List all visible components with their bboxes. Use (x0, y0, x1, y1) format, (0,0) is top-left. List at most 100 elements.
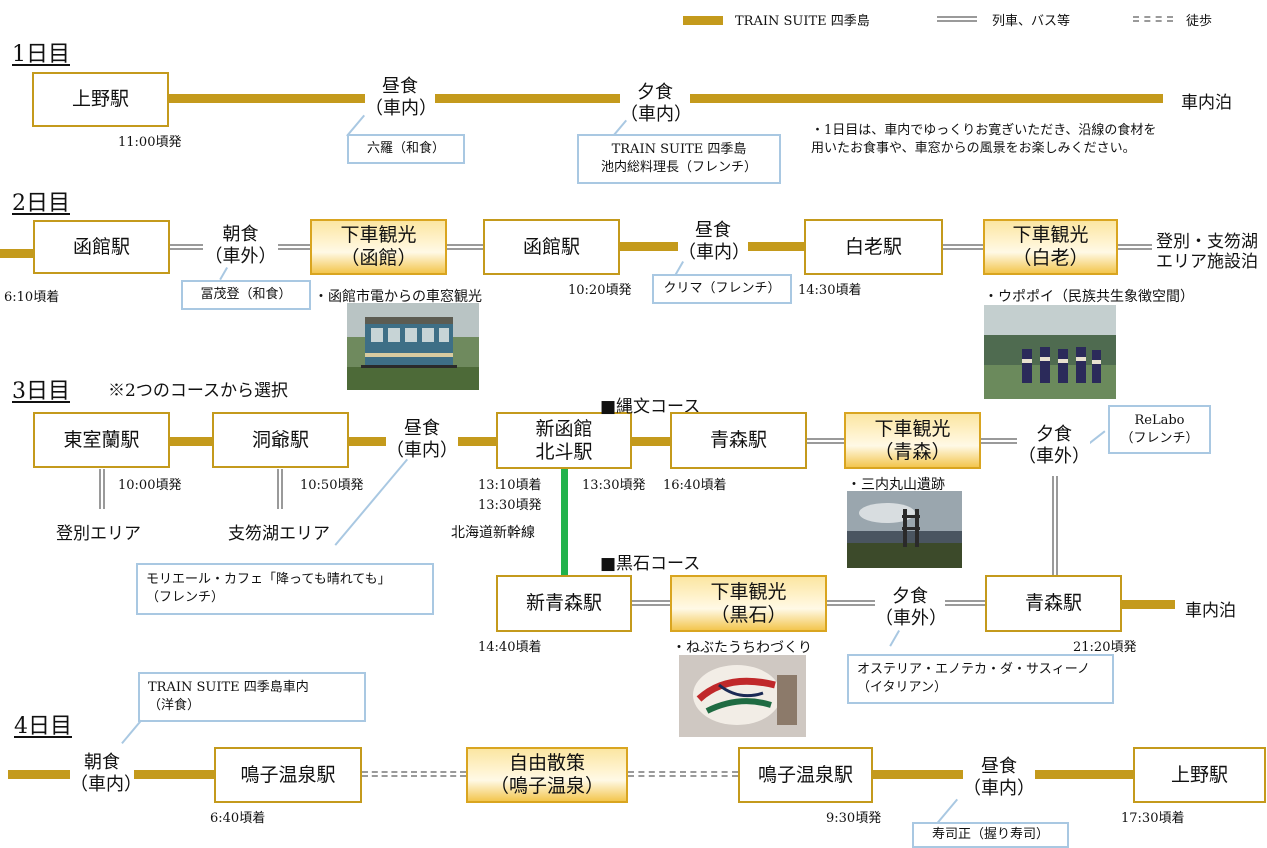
legend-train-suite-label: TRAIN SUITE 四季島 (735, 14, 870, 29)
day3-tour-aomori: 下車観光 （青森） (844, 412, 981, 469)
legend-train-bus-swatch (937, 16, 977, 22)
day3-station-shinaomori: 新青森駅 (496, 575, 632, 632)
day1-dinner: 夕食 （車内） (620, 82, 692, 126)
day3-route-line-end (1121, 600, 1175, 609)
day3-time-higashimuroran: 10:00頃発 (118, 478, 182, 493)
day3-shinkansen-label: 北海道新幹線 (451, 525, 535, 541)
day4-route-line-3 (873, 770, 963, 779)
day3-dinner-2-connector (889, 630, 900, 647)
day3-lunch-connector (334, 458, 408, 546)
day3-station-toya: 洞爺駅 (212, 412, 349, 468)
day3-station-aomori-1: 青森駅 (670, 412, 807, 469)
day3-tour-kuroishi: 下車観光 （黒石） (670, 575, 827, 632)
day2-station-shiraoi: 白老駅 (804, 219, 943, 275)
day3-time-shinhakodate-dep: 13:30頃発 (478, 498, 542, 513)
day1-lunch: 昼食 （車内） (365, 76, 437, 120)
day1-note: ・1日目は、車内でゆっくりお寛ぎいただき、沿線の食材を 用いたお食事や、車窓から… (811, 123, 1157, 156)
day2-time-hakodate-2: 10:20頃発 (568, 283, 632, 298)
legend-walk-label: 徒歩 (1186, 14, 1213, 29)
day1-end-label: 車内泊 (1181, 93, 1232, 113)
day3-lunch-restaurant: モリエール・カフェ「降っても晴れても」 （フレンチ） (136, 563, 434, 615)
upopoy-photo (984, 305, 1116, 399)
day2-lunch-restaurant: クリマ（フレンチ） (652, 274, 792, 304)
day1-title: 1日目 (12, 42, 70, 67)
day3-route-line-3 (458, 437, 496, 446)
legend-train-suite-swatch (683, 16, 723, 25)
day2-tour-shiraoi-caption: ・ウポポイ（民族共生象徴空間） (984, 289, 1194, 305)
day2-lunch: 昼食 （車内） (678, 220, 750, 264)
day2-rail-1 (170, 244, 210, 250)
day2-route-start (0, 249, 33, 258)
day3-station-aomori-2: 青森駅 (985, 575, 1122, 632)
day2-time-shiraoi: 14:30頃着 (798, 283, 862, 298)
day3-rail-noboribetsu (99, 469, 105, 509)
day2-rail-2 (274, 244, 310, 250)
day3-rail-3 (632, 600, 670, 606)
day2-breakfast-restaurant: 冨茂登（和食） (181, 280, 311, 310)
day3-rail-shikotsu (277, 469, 283, 509)
hakodate-tram-photo (347, 303, 479, 390)
day1-dinner-restaurant: TRAIN SUITE 四季島 池内総料理長（フレンチ） (577, 134, 781, 184)
day4-route-line-4 (1035, 770, 1134, 779)
day4-station-ueno: 上野駅 (1133, 747, 1266, 803)
day3-time-shinhakodate-arr: 13:10頃着 (478, 478, 542, 493)
day3-lunch: 昼食 （車内） (386, 418, 458, 462)
nebuta-uchiwa-photo (679, 655, 806, 737)
day2-breakfast: 朝食 （車外） (203, 224, 278, 268)
day2-tour-shiraoi: 下車観光 （白老） (983, 219, 1118, 275)
day4-breakfast-restaurant: TRAIN SUITE 四季島車内 （洋食） (138, 672, 366, 722)
day3-area-noboribetsu: 登別エリア (56, 524, 141, 544)
day1-lunch-restaurant: 六羅（和食） (347, 134, 465, 164)
day4-breakfast-connector (121, 719, 142, 744)
day3-rail-1 (806, 438, 844, 444)
day3-subtitle: ※2つのコースから選択 (108, 381, 288, 401)
day3-rail-2 (981, 438, 1017, 444)
day4-lunch-restaurant: 寿司正（握り寿司） (912, 822, 1069, 848)
day3-tour-aomori-caption: ・三内丸山遺跡 (847, 477, 945, 493)
day4-title: 4日目 (14, 714, 72, 739)
day3-dinner: 夕食 （車外） (1018, 424, 1090, 468)
day3-time-aomori-1: 16:40頃着 (663, 478, 727, 493)
day4-time-naruko-1: 6:40頃着 (210, 811, 266, 826)
day1-station-ueno: 上野駅 (32, 72, 169, 127)
day3-course-kuroishi: ■黒石コース (600, 554, 701, 574)
sannai-maruyama-photo (847, 491, 962, 568)
day3-route-line-2 (348, 437, 386, 446)
day3-area-shikotsu: 支笏湖エリア (228, 524, 330, 544)
day4-station-naruko-2: 鳴子温泉駅 (738, 747, 873, 803)
day4-route-line-1 (8, 770, 70, 779)
day4-time-naruko-2: 9:30頃発 (826, 811, 882, 826)
day2-rail-4 (943, 244, 983, 250)
day2-rail-3 (447, 244, 483, 250)
legend-walk-swatch (1133, 16, 1173, 22)
day3-rail-4 (827, 600, 875, 606)
day4-time-ueno: 17:30頃着 (1121, 811, 1185, 826)
day2-route-line-b (748, 242, 804, 251)
day3-rail-aomori-down (1052, 476, 1058, 577)
day2-time-hakodate-1: 6:10頃着 (4, 290, 60, 305)
day2-station-hakodate-2: 函館駅 (483, 219, 620, 275)
day3-route-line-4 (631, 437, 670, 446)
day3-dinner-2: 夕食 （車外） (875, 586, 947, 630)
day3-rail-5 (945, 600, 985, 606)
day4-lunch: 昼食 （車内） (963, 756, 1035, 800)
day3-station-higashimuroran: 東室蘭駅 (33, 412, 170, 468)
day3-tour-kuroishi-caption: ・ねぶたうちわづくり (672, 640, 812, 656)
day4-station-naruko-1: 鳴子温泉駅 (214, 747, 362, 803)
day3-dinner-restaurant-2: オステリア・エノテカ・ダ・サスィーノ （イタリアン） (847, 654, 1114, 704)
day2-rail-5 (1118, 244, 1152, 250)
day2-breakfast-connector (219, 267, 228, 281)
day3-time-shinaomori: 14:40頃着 (478, 640, 542, 655)
day2-title: 2日目 (12, 191, 70, 216)
day4-breakfast: 朝食 （車内） (70, 752, 142, 796)
day4-walk-line-1 (362, 771, 466, 777)
day3-time-toya: 10:50頃発 (300, 478, 364, 493)
day3-end-label: 車内泊 (1185, 601, 1236, 621)
day3-shinkansen-line (561, 467, 568, 576)
day3-route-line-1 (169, 437, 213, 446)
day2-station-hakodate-1: 函館駅 (33, 220, 170, 274)
day2-route-line-a (620, 242, 678, 251)
day4-route-line-2 (134, 770, 214, 779)
day4-free-walk-naruko: 自由散策 （鳴子温泉） (466, 747, 628, 803)
day2-end-label: 登別・支笏湖 エリア施設泊 (1156, 232, 1258, 273)
